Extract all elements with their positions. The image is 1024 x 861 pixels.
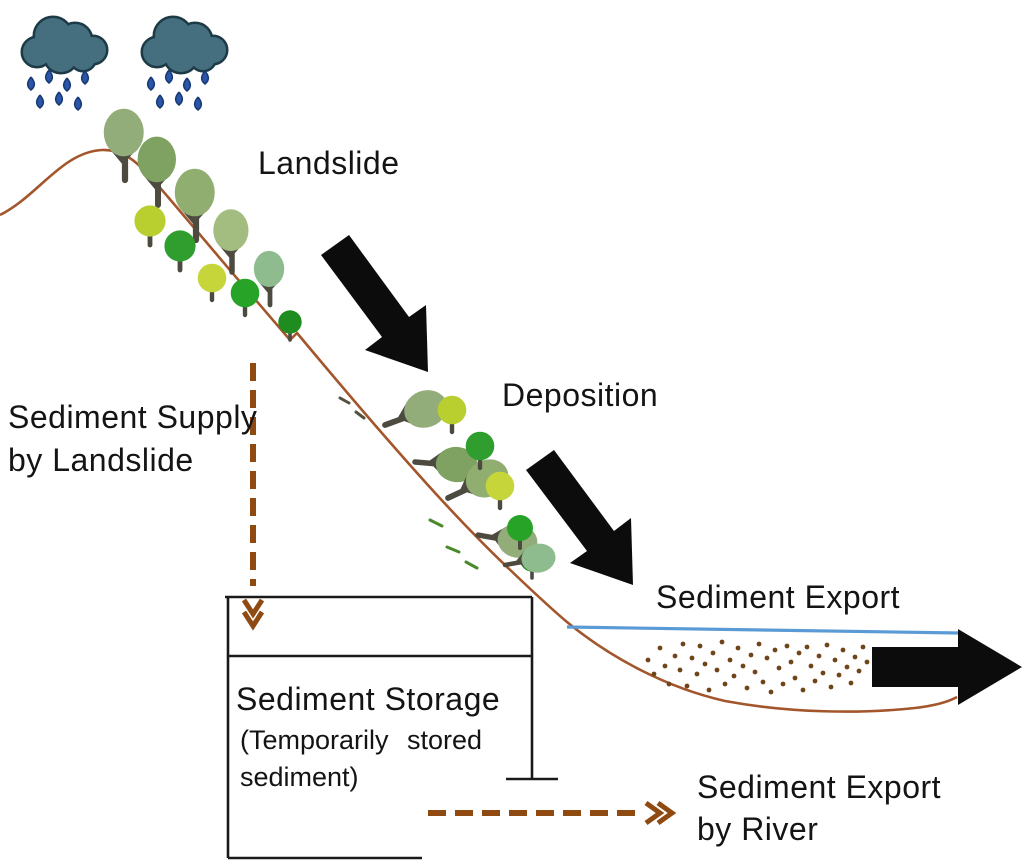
river-line xyxy=(566,625,959,635)
sediment-storage-label: Sediment Storage xyxy=(236,681,501,717)
forest-upper-slope xyxy=(104,109,304,342)
sediment-dots xyxy=(645,639,870,695)
landslide-arrow xyxy=(321,235,428,372)
storage-subtitle-line1: (Temporarily stored xyxy=(240,725,483,755)
export-by-river-label-line2: by River xyxy=(697,811,819,847)
export-by-river-label-line1: Sediment Export xyxy=(697,769,942,805)
rain-cloud-icon xyxy=(143,18,226,110)
storage-subtitle-line2: sediment) xyxy=(240,762,359,792)
export-arrow xyxy=(872,629,1022,705)
storage-box xyxy=(225,595,558,860)
sediment-supply-label-line1: Sediment Supply xyxy=(8,399,258,435)
deposition-debris xyxy=(338,384,558,578)
landslide-label: Landslide xyxy=(258,145,400,181)
river-dashed-arrow xyxy=(428,800,677,826)
supply-dashed-arrow xyxy=(241,363,265,631)
deposition-arrow xyxy=(526,450,633,585)
rain-cloud-icon xyxy=(23,18,106,110)
deposition-label: Deposition xyxy=(502,377,659,413)
sediment-export-label: Sediment Export xyxy=(656,579,901,615)
sediment-supply-label-line2: by Landslide xyxy=(8,442,194,478)
